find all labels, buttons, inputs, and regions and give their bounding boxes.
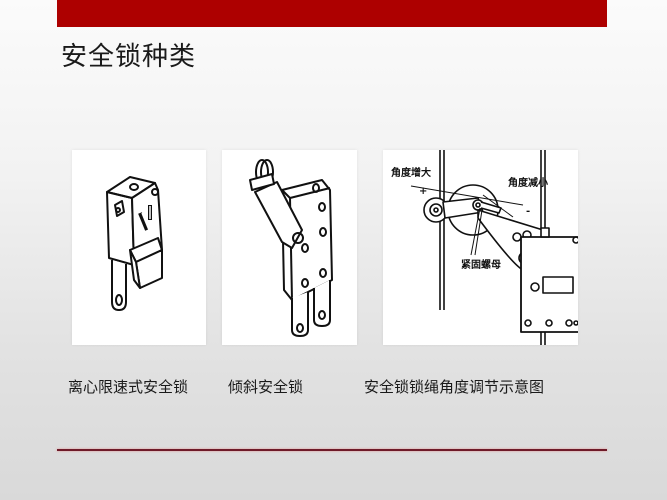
page-title: 安全锁种类 [61, 42, 197, 72]
caption-angle-adjustment: 安全锁锁绳角度调节示意图 [364, 378, 545, 396]
figure-centrifugal-lock [72, 150, 206, 345]
figure-tilt-lock [222, 150, 357, 345]
tilt-lock-drawing [249, 159, 333, 337]
label-plus: + [419, 186, 427, 197]
angle-adjustment-drawing: 角度增大 + 角度减小 - 紧固螺母 [391, 150, 578, 345]
footer-divider [57, 449, 607, 451]
label-fastening-nut: 紧固螺母 [461, 258, 501, 271]
figure-angle-adjustment: 角度增大 + 角度减小 - 紧固螺母 [383, 150, 578, 345]
label-angle-decrease: 角度减小 [508, 176, 548, 189]
header-accent-bar [57, 0, 607, 27]
centrifugal-lock-drawing [106, 176, 163, 311]
caption-centrifugal-lock: 离心限速式安全锁 [68, 378, 189, 396]
label-minus: - [526, 206, 530, 217]
label-angle-increase: 角度增大 [391, 166, 431, 179]
caption-tilt-lock: 倾斜安全锁 [228, 378, 304, 396]
